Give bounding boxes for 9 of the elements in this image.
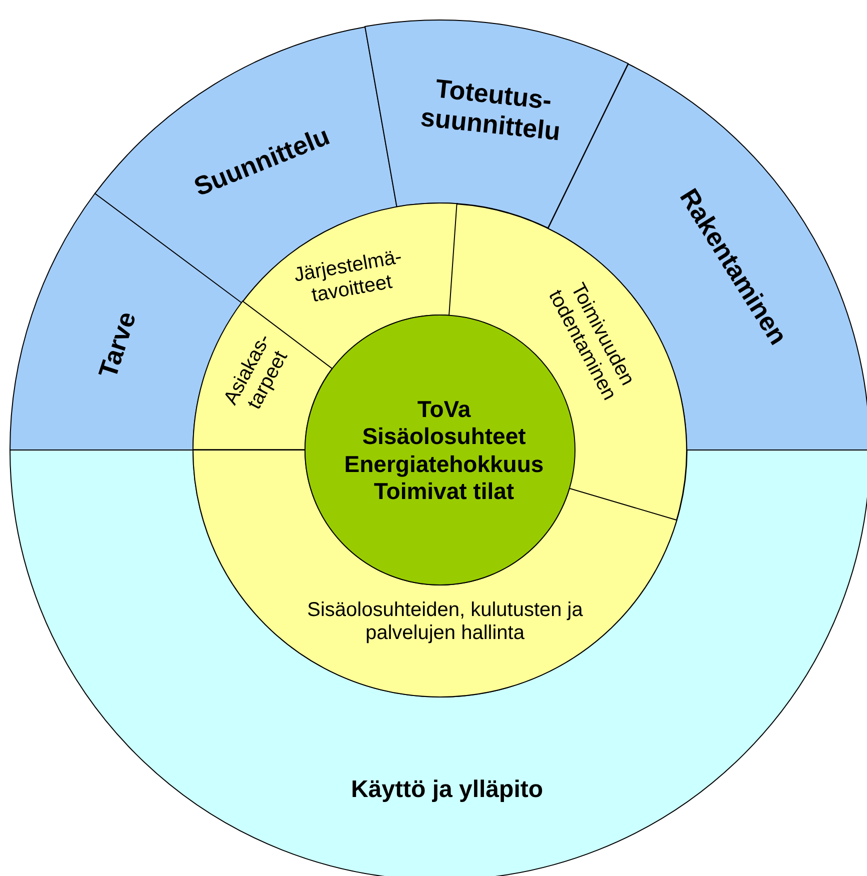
- center-label: Sisäolosuhteet: [361, 422, 527, 450]
- segment-label: Tarve: [93, 308, 143, 382]
- segment-label: Toteutus- suunnittelu: [418, 72, 563, 148]
- segment-label: Sisäolosuhteiden, kulutusten ja palvelujen hallinta: [306, 599, 584, 645]
- center-label: ToVa: [416, 395, 472, 422]
- segment-label: Käyttö ja ylläpito: [350, 776, 544, 804]
- segment-label: Järjestelmä- tavoitteet: [291, 244, 404, 309]
- center-label: Toimivat tilat: [372, 478, 516, 505]
- center-label: Energiatehokkuus: [343, 450, 545, 478]
